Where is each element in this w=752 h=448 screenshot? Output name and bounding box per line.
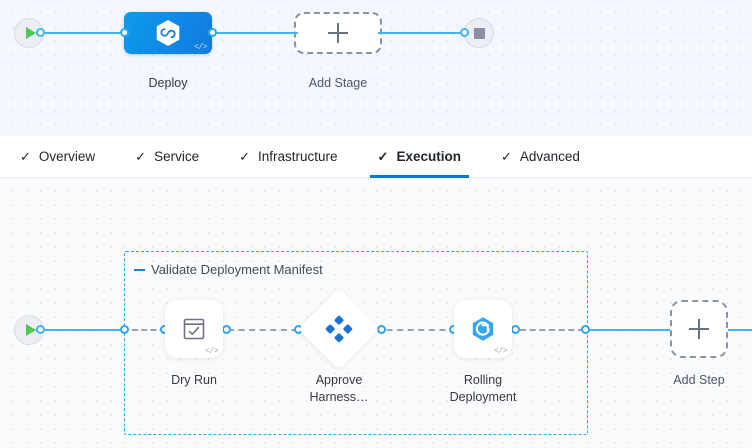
step-label-approve-harness-line2: Harness…: [309, 390, 369, 404]
add-stage-label: Add Stage: [308, 76, 368, 90]
stage-code-badge: </>: [194, 43, 207, 52]
plus-icon: [689, 319, 709, 339]
link-group-to-dryrun: [132, 329, 184, 331]
group-input-dot[interactable]: [120, 325, 129, 334]
stage-canvas[interactable]: </> Deploy Add Stage: [0, 0, 752, 136]
stage-label-deploy: Deploy: [148, 76, 188, 90]
step-group-validate-deployment-manifest[interactable]: Validate Deployment Manifest: [124, 251, 588, 435]
link-dryrun-to-approve: [228, 329, 308, 331]
end-input-dot[interactable]: [460, 28, 469, 37]
check-icon: ✓: [500, 149, 512, 164]
plus-icon: [328, 23, 348, 43]
step-node-rolling-deployment[interactable]: </>: [454, 300, 512, 358]
step-group-title: Validate Deployment Manifest: [151, 262, 323, 277]
add-step-label: Add Step: [673, 373, 725, 387]
execution-start-output-dot[interactable]: [36, 325, 45, 334]
start-output-dot[interactable]: [36, 28, 45, 37]
tab-execution[interactable]: ✓ Execution: [358, 136, 481, 178]
link-deploy-to-addstage: [212, 32, 298, 34]
harness-hexagon-icon: [156, 20, 180, 46]
tab-infrastructure[interactable]: ✓ Infrastructure: [219, 136, 357, 178]
play-icon: [25, 324, 36, 336]
step-label-rolling-deployment-line1: Rolling: [463, 373, 503, 387]
check-icon: ✓: [135, 149, 147, 164]
harness-approval-icon: [325, 315, 353, 343]
step-label-approve-harness-line1: Approve: [315, 373, 363, 387]
add-stage-button[interactable]: [294, 12, 382, 54]
check-icon: ✓: [239, 149, 250, 164]
check-icon: ✓: [377, 149, 389, 164]
stop-icon: [473, 27, 485, 39]
tab-label: Advanced: [519, 149, 580, 164]
link-approve-to-rolling: [376, 329, 456, 331]
tab-label: Execution: [396, 149, 461, 164]
dry-run-code-badge: </>: [205, 347, 218, 356]
tab-label: Service: [154, 149, 200, 164]
play-icon: [25, 27, 36, 39]
step-label-rolling-deployment-line2: Deployment: [449, 390, 517, 404]
tab-label: Infrastructure: [258, 149, 338, 164]
step-group-header[interactable]: Validate Deployment Manifest: [134, 262, 323, 277]
tab-label: Overview: [38, 149, 96, 164]
link-start-to-deploy: [36, 32, 124, 34]
link-start-to-group: [36, 329, 128, 331]
tab-service[interactable]: ✓ Service: [115, 136, 219, 178]
step-node-dry-run[interactable]: </>: [165, 300, 223, 358]
dryrun-output-dot[interactable]: [222, 325, 231, 334]
collapse-minus-icon[interactable]: [134, 268, 145, 271]
step-node-approve-harness[interactable]: [297, 287, 381, 371]
add-step-button[interactable]: [670, 300, 728, 358]
tab-advanced[interactable]: ✓ Advanced: [481, 136, 600, 178]
pipeline-end-node[interactable]: [464, 18, 494, 48]
link-addstage-to-end: [378, 32, 464, 34]
link-addstep-trailing: [728, 329, 752, 331]
rolling-deployment-icon: [472, 317, 494, 341]
step-label-dry-run: Dry Run: [171, 373, 217, 387]
check-icon: ✓: [20, 149, 31, 164]
deploy-output-dot[interactable]: [208, 28, 217, 37]
group-output-dot[interactable]: [581, 325, 590, 334]
link-group-to-addstep: [588, 329, 670, 331]
link-rolling-to-groupend: [520, 329, 584, 331]
approve-output-dot[interactable]: [377, 325, 386, 334]
tab-overview[interactable]: ✓ Overview: [0, 136, 115, 178]
rolling-code-badge: </>: [494, 347, 507, 356]
stage-node-deploy[interactable]: </>: [124, 12, 212, 54]
stage-tab-bar: ✓ Overview ✓ Service ✓ Infrastructure ✓ …: [0, 136, 752, 178]
window-check-icon: [183, 318, 205, 340]
execution-canvas[interactable]: [0, 178, 752, 448]
rolling-output-dot[interactable]: [511, 325, 520, 334]
deploy-input-dot[interactable]: [120, 28, 129, 37]
